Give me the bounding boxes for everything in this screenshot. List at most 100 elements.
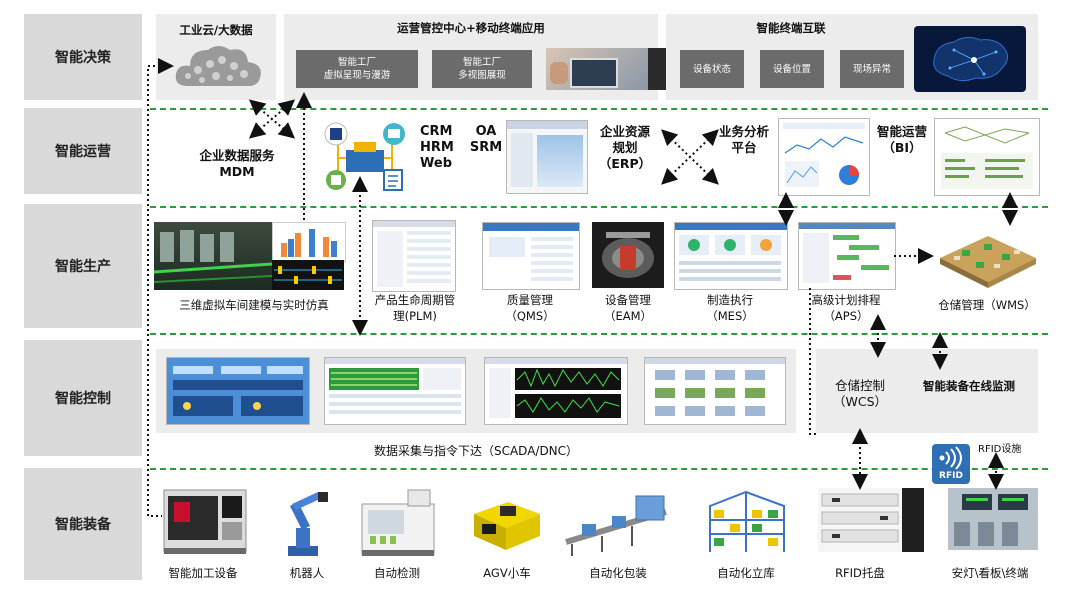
device-location-button[interactable]: 设备位置	[760, 50, 824, 88]
bi-line1: 智能运营	[876, 124, 927, 139]
plm-line2: 理(PLM)	[393, 309, 437, 323]
srm-label: SRM	[469, 140, 503, 155]
center-panel-edge	[648, 48, 668, 90]
agv-image	[468, 488, 546, 558]
layer-label-production: 智能生产	[24, 204, 142, 328]
scada-screen-2	[324, 357, 466, 425]
equipment-label-robot: 机器人	[289, 566, 325, 580]
scada-screen-4	[644, 357, 786, 425]
workshop-chart-image	[272, 222, 346, 262]
auto-inspection-image	[358, 484, 438, 560]
oa-label: OA	[475, 124, 497, 139]
rfid-facility-label: RFID设施	[978, 444, 1022, 455]
site-exception-button[interactable]: 现场异常	[840, 50, 904, 88]
wms-warehouse-image	[932, 220, 1044, 290]
multiview-line1: 智能工厂	[462, 57, 501, 68]
mes-line2: （MES）	[706, 309, 754, 323]
mdm-line1: 企业数据服务	[199, 148, 275, 163]
workshop-3d-image	[154, 222, 272, 290]
cnc-machine-image	[162, 486, 248, 558]
andon-board-image	[948, 488, 1038, 550]
crm-hrm-web-label: CRM HRM Web	[420, 124, 460, 172]
mobile-tablet-photo	[546, 48, 648, 90]
hrm-label: HRM	[420, 140, 454, 155]
virtual-roaming-line2: 虚拟呈现与漫游	[323, 70, 391, 81]
analysis-label: 业务分析 平台	[706, 124, 782, 156]
qms-line1: 质量管理	[507, 293, 553, 307]
aps-screenshot	[798, 222, 896, 290]
aps-line2: （APS）	[823, 309, 869, 323]
oa-srm-screenshot	[506, 120, 588, 194]
mes-line1: 制造执行	[707, 293, 753, 307]
bi-label: 智能运营 （BI）	[866, 124, 938, 156]
plm-screenshot	[372, 220, 456, 292]
device-status-button[interactable]: 设备状态	[680, 50, 744, 88]
analysis-dashboard-screenshot	[778, 118, 870, 196]
scada-screen-1	[166, 357, 310, 425]
plm-line1: 产品生命周期管	[374, 293, 456, 307]
layer-label-control: 智能控制	[24, 340, 142, 456]
auto-packaging-image	[562, 490, 670, 558]
scada-label: 数据采集与指令下达（SCADA/DNC）	[373, 444, 579, 458]
sim-label: 三维虚拟车间建模与实时仿真	[179, 298, 329, 312]
center-title: 运营管控中心+移动终端应用	[397, 21, 545, 35]
erp-line1: 企业资源	[599, 124, 650, 139]
aps-label: 高级计划排程 （APS）	[790, 292, 902, 324]
multiview-line2: 多视图展现	[458, 70, 506, 81]
rfid-pallet-edge	[902, 488, 924, 552]
erp-line3: （ERP）	[598, 156, 652, 171]
workshop-monitor-image	[272, 260, 344, 290]
erp-line2: 规划	[612, 140, 638, 155]
equipment-label-cnc: 智能加工设备	[168, 566, 238, 580]
virtual-roaming-button[interactable]: 智能工厂虚拟呈现与漫游	[296, 50, 418, 88]
robot-arm-image	[272, 484, 342, 560]
wcs-line1: 仓储控制	[834, 378, 885, 393]
web-label: Web	[420, 156, 452, 171]
erp-label: 企业资源 规划 （ERP）	[590, 124, 660, 172]
oa-srm-label: OA SRM	[468, 124, 504, 156]
aps-line1: 高级计划排程	[811, 293, 881, 307]
separator-production-control	[150, 333, 1048, 335]
analysis-line2: 平台	[731, 140, 757, 155]
eam-line2: （EAM）	[603, 309, 653, 323]
mdm-line2: MDM	[219, 164, 255, 179]
layer-label-equipment: 智能装备	[24, 468, 142, 580]
qms-screenshot	[482, 222, 580, 290]
rfid-logo-text: RFID	[939, 471, 963, 481]
eam-engine-image	[592, 222, 664, 288]
terminal-title: 智能终端互联	[756, 21, 826, 35]
wcs-line2: （WCS）	[832, 394, 888, 409]
analysis-line1: 业务分析	[718, 124, 769, 139]
equipment-label-warehouse: 自动化立库	[717, 566, 775, 580]
eam-line1: 设备管理	[605, 293, 651, 307]
equipment-label-andon: 安灯\看板\终端	[951, 566, 1029, 580]
china-map-screen	[914, 26, 1026, 92]
cloud-title: 工业云/大数据	[179, 23, 253, 37]
plm-label: 产品生命周期管 理(PLM)	[360, 292, 470, 324]
crm-hub-icon	[318, 118, 412, 194]
mes-label: 制造执行 （MES）	[674, 292, 786, 324]
equipment-label-inspection: 自动检测	[374, 566, 420, 580]
wcs-panel	[816, 349, 1038, 433]
layer-label-decision: 智能决策	[24, 14, 142, 100]
mes-screenshot	[674, 222, 788, 290]
wms-label: 仓储管理（WMS）	[938, 298, 1036, 312]
equipment-label-rfid-pallet: RFID托盘	[835, 566, 885, 580]
mdm-label: 企业数据服务 MDM	[176, 148, 298, 180]
scada-screen-3	[484, 357, 628, 425]
crm-label: CRM	[420, 124, 453, 139]
equipment-label-agv: AGV小车	[483, 566, 531, 580]
rfid-logo-icon: RFID	[932, 444, 970, 484]
equipment-label-packaging: 自动化包装	[589, 566, 647, 580]
virtual-roaming-line1: 智能工厂	[337, 57, 376, 68]
bi-line2: （BI）	[882, 140, 922, 155]
qms-label: 质量管理 （QMS）	[482, 292, 578, 324]
eam-label: 设备管理 （EAM）	[586, 292, 670, 324]
auto-warehouse-image	[702, 486, 792, 558]
rfid-pallet-image	[818, 488, 902, 552]
qms-line2: （QMS）	[505, 309, 555, 323]
separator-decision-operation	[150, 108, 1048, 110]
cloud-icon	[172, 40, 266, 92]
multiview-button[interactable]: 智能工厂多视图展现	[432, 50, 532, 88]
